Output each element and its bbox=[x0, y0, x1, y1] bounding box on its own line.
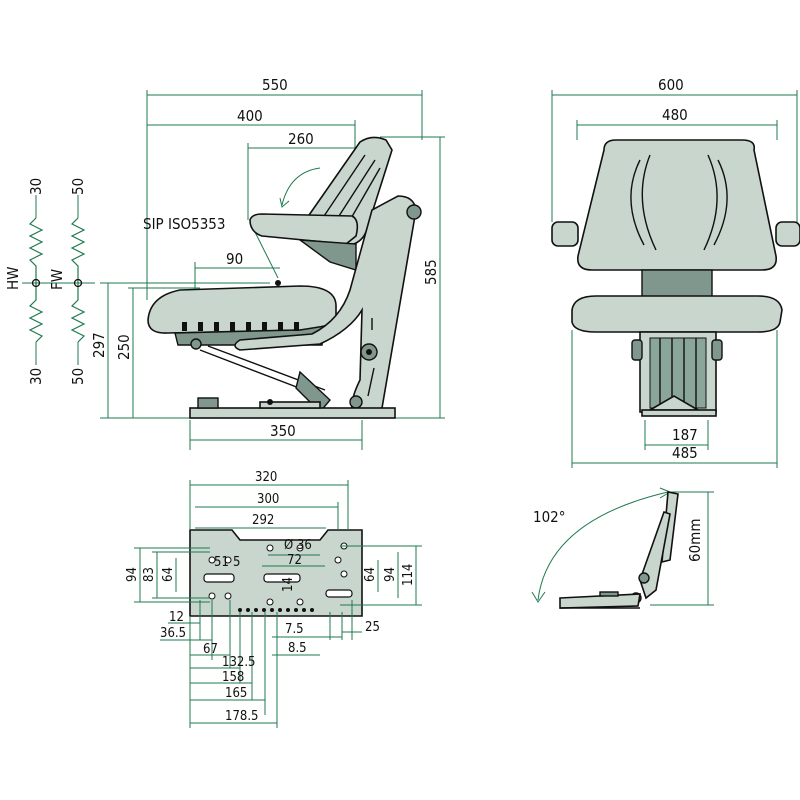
plate-dim-67: 67 bbox=[203, 642, 218, 657]
plate-dim-158: 158 bbox=[222, 670, 244, 685]
cushion-slots bbox=[182, 322, 299, 331]
side-dim-400: 400 bbox=[237, 107, 263, 125]
plate-dim-94-left: 94 bbox=[125, 567, 140, 582]
fw-bottom-value: 50 bbox=[69, 368, 87, 385]
plate-dim-36-5: 36.5 bbox=[160, 626, 186, 641]
plate-dim-72: 72 bbox=[287, 553, 302, 568]
plate-dim-12: 12 bbox=[169, 610, 184, 625]
side-dim-585: 585 bbox=[422, 259, 440, 285]
recline-dim-60mm: 60mm bbox=[686, 519, 704, 562]
plate-dim-8-5: 8.5 bbox=[288, 641, 307, 656]
front-view: 600 480 187 485 bbox=[551, 76, 800, 468]
front-dim-480: 480 bbox=[662, 106, 688, 124]
plate-dim-94-right: 94 bbox=[383, 567, 398, 582]
plate-dim-7-5: 7.5 bbox=[285, 622, 304, 637]
plate-dim-114: 114 bbox=[401, 564, 416, 586]
front-dim-187: 187 bbox=[672, 426, 698, 444]
sip-label: SIP ISO5353 bbox=[143, 215, 225, 233]
front-dim-485: 485 bbox=[672, 444, 698, 462]
plate-dim-51: 51 bbox=[214, 555, 229, 570]
fw-label: FW bbox=[48, 269, 66, 290]
side-dim-90: 90 bbox=[226, 250, 243, 268]
hw-top-value: 30 bbox=[27, 178, 45, 195]
plate-dim-dia36: Ø 36 bbox=[284, 538, 312, 553]
side-view: 550 400 260 585 297 250 90 350 SIP ISO53… bbox=[90, 76, 445, 450]
side-dim-260: 260 bbox=[288, 130, 314, 148]
hw-bottom-value: 30 bbox=[27, 368, 45, 385]
plate-dim-320: 320 bbox=[255, 470, 277, 485]
plate-dim-5: 5 bbox=[233, 555, 240, 570]
side-dim-550: 550 bbox=[262, 76, 288, 94]
plate-dim-300: 300 bbox=[257, 492, 279, 507]
plate-dim-165: 165 bbox=[225, 686, 247, 701]
base-plate-view: 320 300 292 Ø 36 72 51 5 14 94 83 64 64 … bbox=[125, 470, 422, 728]
plate-dim-14: 14 bbox=[281, 577, 296, 592]
plate-dim-25: 25 bbox=[365, 620, 380, 635]
side-dim-297: 297 bbox=[90, 332, 108, 358]
plate-dim-292: 292 bbox=[252, 513, 274, 528]
hw-label: HW bbox=[4, 267, 22, 291]
plate-dim-64-left: 64 bbox=[161, 567, 176, 582]
fw-top-value: 50 bbox=[69, 178, 87, 195]
plate-dim-64-right: 64 bbox=[363, 567, 378, 582]
plate-hole-row bbox=[238, 608, 314, 612]
spring-indicator: HW FW 30 30 50 50 bbox=[4, 178, 95, 385]
recline-angle: 102° bbox=[533, 508, 566, 526]
plate-dim-178-5: 178.5 bbox=[225, 709, 258, 724]
side-dim-250: 250 bbox=[115, 334, 133, 360]
recline-view: 102° 60mm bbox=[531, 487, 714, 609]
plate-dim-132-5: 132.5 bbox=[222, 655, 255, 670]
plate-dim-83: 83 bbox=[142, 567, 157, 582]
side-dim-350: 350 bbox=[270, 422, 296, 440]
front-dim-600: 600 bbox=[658, 76, 684, 94]
